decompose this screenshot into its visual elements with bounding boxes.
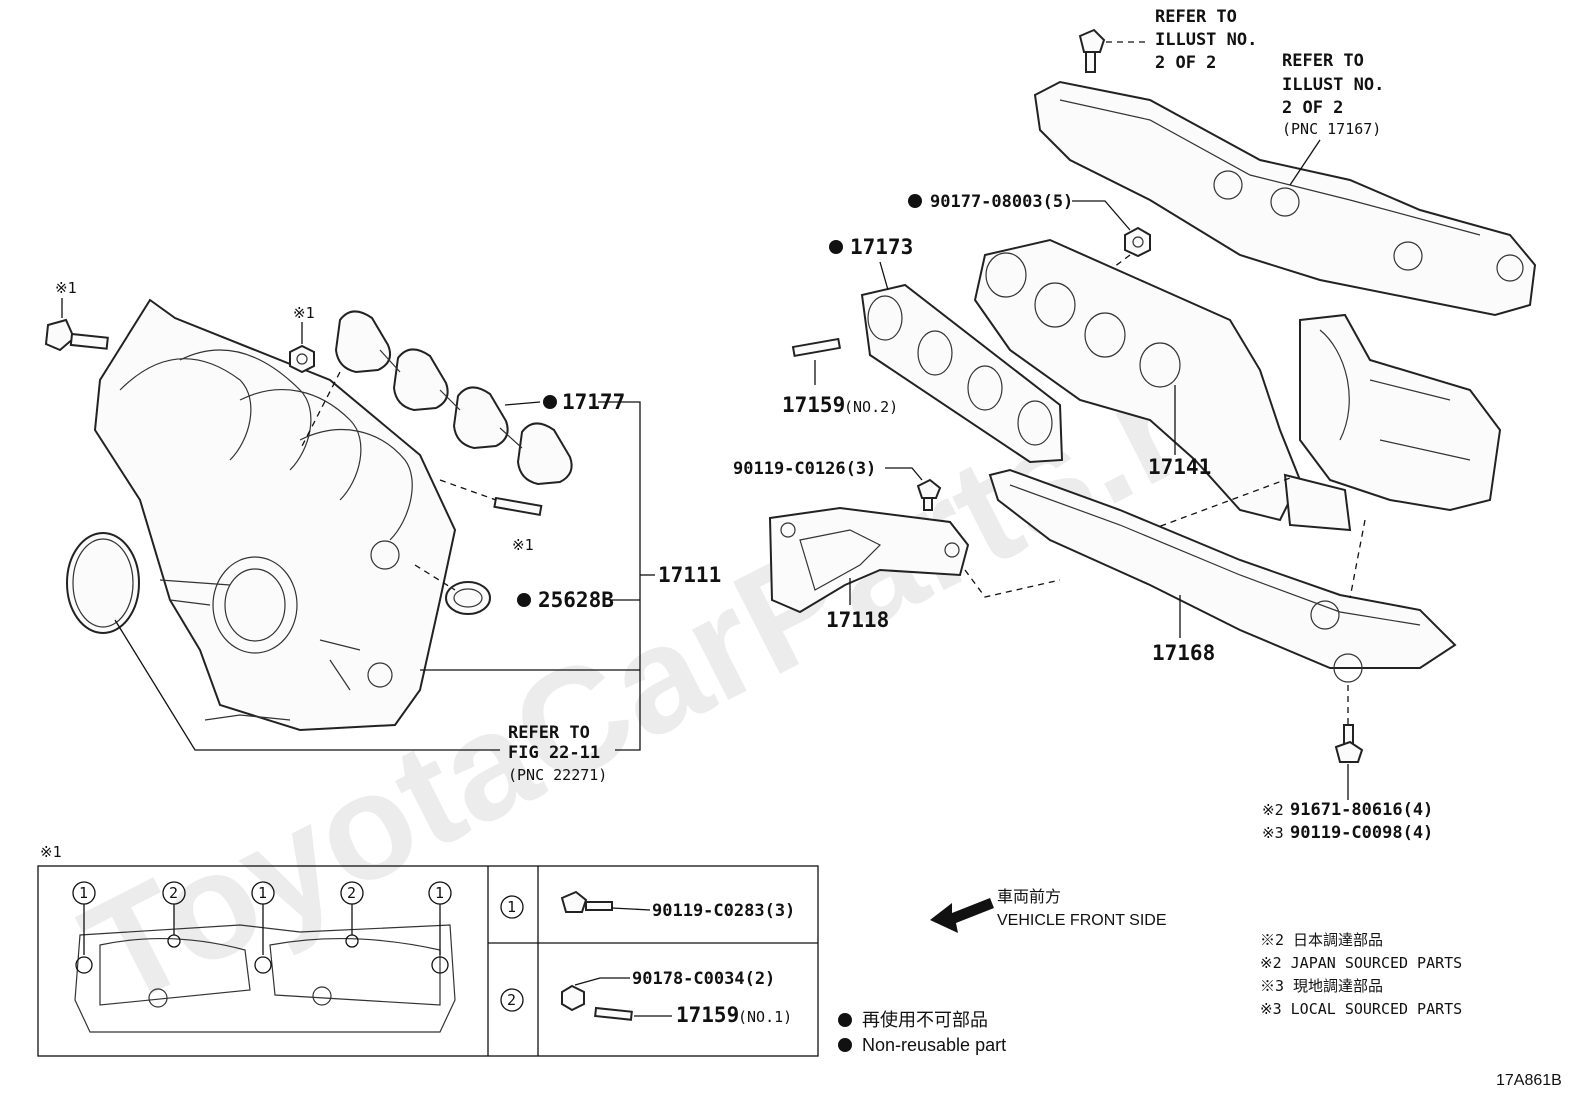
ref-fig-line1: REFER TO: [508, 723, 590, 743]
nonreusable-dot-90177: [908, 194, 922, 208]
callout-17159-no2: 17159: [782, 393, 845, 417]
inset-pos-1b: 1: [258, 884, 267, 902]
manifold-bracket: [768, 506, 970, 614]
inset-row2-nut: [561, 984, 585, 1012]
nonreusable-dot-25628b: [517, 593, 531, 607]
exhaust-nut-illustration: [1124, 226, 1151, 258]
ref-illust2-line2: ILLUST NO.: [1282, 75, 1384, 95]
inset-table: [37, 865, 819, 1057]
ref-illust-line2: ILLUST NO.: [1155, 30, 1257, 50]
ref-fig-line3: (PNC 22271): [508, 766, 607, 784]
inset-row2-part-stud: 17159: [676, 1003, 739, 1027]
top-bolt-illustration: [1078, 28, 1106, 73]
exhaust-manifold-gasket: [860, 283, 1064, 464]
ref-illust-line3: 2 OF 2: [1155, 53, 1216, 73]
callout-17118: 17118: [826, 608, 889, 632]
vehicle-front-arrow-icon: [930, 898, 994, 933]
exhaust-stud-illustration: [791, 337, 842, 358]
mark-x2: ※2: [1262, 801, 1284, 819]
ref-illust-line1: REFER TO: [1155, 7, 1237, 27]
upper-heat-insulator: [1033, 80, 1537, 317]
callout-17168: 17168: [1152, 641, 1215, 665]
inset-position-markers: [72, 881, 452, 974]
direction-jp: 車両前方: [997, 888, 1061, 906]
exhaust-manifold: [973, 238, 1502, 532]
nut-x1-illustration: [289, 344, 315, 374]
ref-illust2-line3: 2 OF 2: [1282, 98, 1343, 118]
callout-17141: 17141: [1148, 455, 1211, 479]
inset-row2-num: 2: [507, 991, 516, 1009]
inset-pos-1c: 1: [435, 884, 444, 902]
inset-pos-2b: 2: [347, 884, 356, 902]
nonreusable-dot-17173: [829, 240, 843, 254]
mark-x1-nut: ※1: [293, 304, 315, 322]
inset-pos-2a: 2: [169, 884, 178, 902]
inset-row2-part-stud-suffix: (NO.1): [738, 1008, 792, 1026]
callout-17173: 17173: [850, 235, 913, 259]
direction-en: VEHICLE FRONT SIDE: [997, 912, 1167, 929]
callout-25628b: 25628B: [538, 588, 614, 612]
legend-nonreusable-jp: 再使用不可部品: [862, 1010, 988, 1030]
insulator-bolt-illustration: [1334, 724, 1364, 763]
inset-row2-marker: [500, 988, 524, 1012]
callout-90177-08003: 90177-08003(5): [930, 192, 1073, 212]
ref-fig-line2: FIG 22-11: [508, 743, 600, 763]
callout-17159-no2-suffix: (NO.2): [844, 398, 898, 416]
legend-nonreusable-en: Non-reusable part: [862, 1035, 1006, 1055]
lower-heat-insulator: [988, 468, 1457, 683]
pcv-gasket: [445, 581, 491, 615]
legend-nonreusable-dot-2: [838, 1038, 852, 1052]
legend-jp-sourced-en: ※2 JAPAN SOURCED PARTS: [1260, 954, 1462, 972]
inset-row1-num: 1: [507, 898, 516, 916]
ref-illust2-line4: (PNC 17167): [1282, 120, 1381, 138]
mark-x1-bolt: ※1: [55, 279, 77, 297]
inset-row2-part-nut: 90178-C0034(2): [632, 969, 775, 989]
inset-row2-stud: [594, 1006, 633, 1021]
inset-row1-part: 90119-C0283(3): [652, 901, 795, 921]
inset-mark-x1: ※1: [40, 843, 62, 861]
mark-x1-stud: ※1: [512, 536, 534, 554]
intake-manifold-gasket: [334, 310, 573, 486]
inset-pos-1a: 1: [79, 884, 88, 902]
ref-illust2-line1: REFER TO: [1282, 51, 1364, 71]
intake-manifold-illustration: [93, 298, 457, 732]
legend-local-sourced-jp: ※3 現地調達部品: [1260, 977, 1383, 995]
nonreusable-dot-17177: [543, 395, 557, 409]
legend-local-sourced-en: ※3 LOCAL SOURCED PARTS: [1260, 1000, 1462, 1018]
mark-x3: ※3: [1262, 824, 1284, 842]
legend-nonreusable-dot-1: [838, 1013, 852, 1027]
legend-jp-sourced-jp: ※2 日本調達部品: [1260, 931, 1383, 949]
figure-code: 17A861B: [1496, 1072, 1562, 1089]
callout-90119-c0098: 90119-C0098(4): [1290, 823, 1433, 843]
stud-x1-illustration: [493, 496, 543, 517]
bolt-x1-illustration: [44, 318, 109, 352]
inset-row1-bolt: [560, 890, 613, 913]
callout-90119-c0126: 90119-C0126(3): [733, 459, 876, 479]
throttle-body-gasket: [66, 532, 140, 634]
callout-91671-80616: 91671-80616(4): [1290, 800, 1433, 820]
bracket-bolt-illustration: [916, 478, 942, 511]
inset-row1-marker: [500, 895, 524, 919]
callout-17111: 17111: [658, 563, 721, 587]
inset-manifold-flange: [74, 924, 456, 1033]
